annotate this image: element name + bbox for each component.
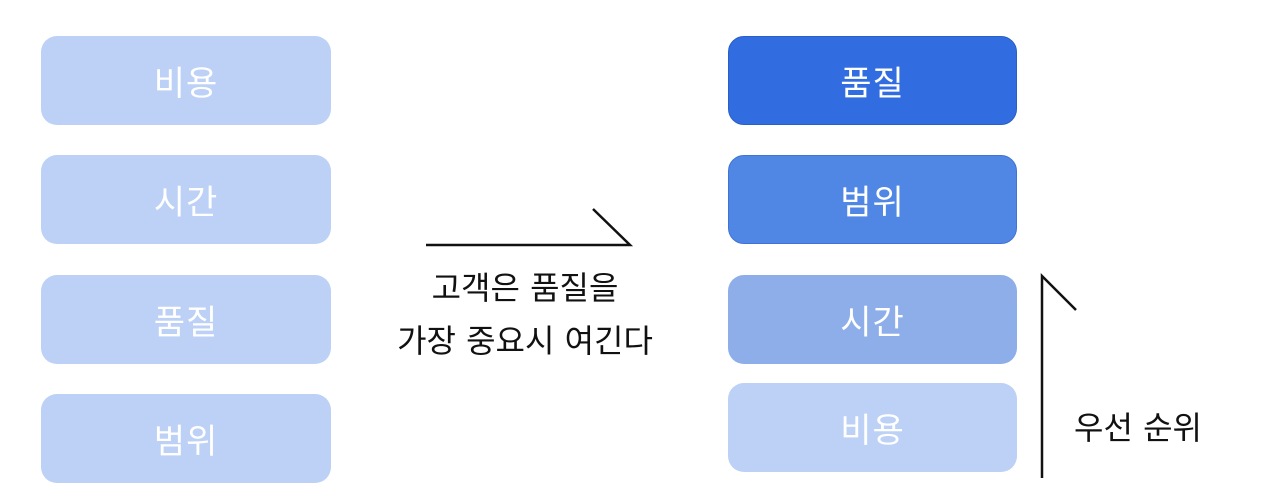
transition-arrow-icon (426, 208, 634, 247)
after-item-scope: 범위 (728, 155, 1017, 244)
before-item-quality: 품질 (41, 275, 331, 364)
transition-caption: 고객은 품질을 가장 중요시 여긴다 (360, 262, 690, 368)
before-item-cost: 비용 (41, 36, 331, 125)
priority-arrow-icon (1040, 272, 1077, 478)
after-item-quality: 품질 (728, 36, 1017, 125)
after-item-time: 시간 (728, 275, 1017, 364)
caption-line-1: 고객은 품질을 (431, 269, 619, 307)
before-item-time: 시간 (41, 155, 331, 244)
priority-label: 우선 순위 (1074, 409, 1202, 447)
before-item-scope: 범위 (41, 394, 331, 483)
after-item-cost: 비용 (728, 383, 1017, 472)
caption-line-2: 가장 중요시 여긴다 (397, 322, 653, 360)
